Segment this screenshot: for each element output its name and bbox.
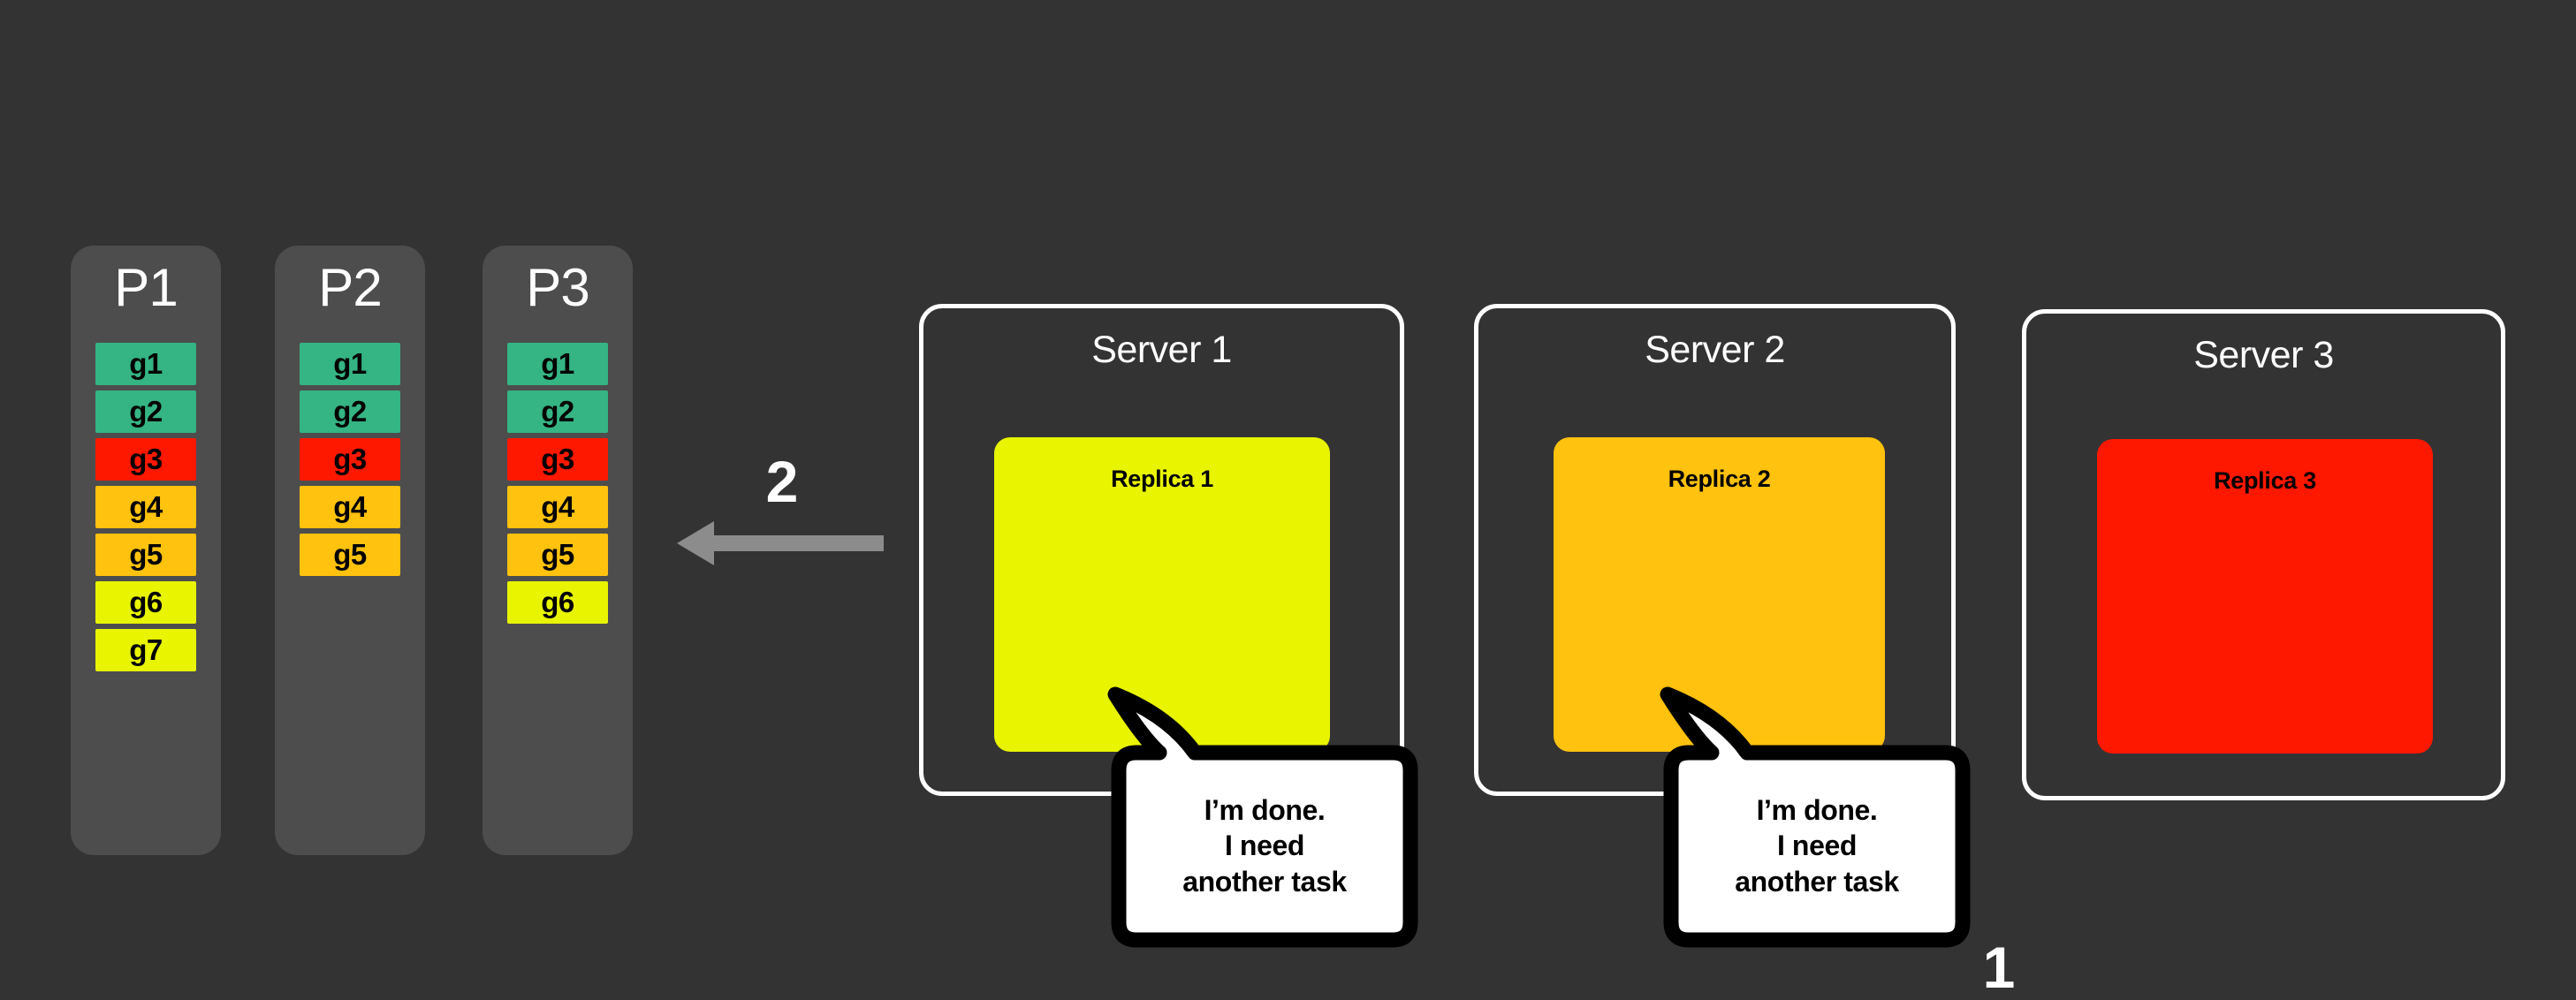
partition-p2-blocks: g1 g2 g3 g4 g5 [300, 343, 400, 581]
server-1-bubble-text: I’m done. I need another task [1182, 794, 1347, 898]
partition-p3-block-g3: g3 [507, 438, 608, 481]
server-1-replica-box: Replica 1 [994, 437, 1330, 752]
server-2-title: Server 2 [1645, 329, 1785, 371]
partition-p3-title: P3 [526, 258, 589, 317]
speech-bubble-icon [1107, 686, 1418, 948]
partition-p1-block-g7: g7 [95, 629, 196, 671]
partition-p2: P2 g1 g2 g3 g4 g5 [275, 246, 425, 855]
server-1-title: Server 1 [1091, 329, 1232, 371]
server-2-replica-box: Replica 2 [1554, 437, 1885, 752]
server-2-bubble-text: I’m done. I need another task [1735, 794, 1899, 898]
partition-p1: P1 g1 g2 g3 g4 g5 g6 g7 [71, 246, 221, 855]
partition-p1-block-g5: g5 [95, 534, 196, 576]
server-1-replica-label: Replica 1 [1111, 466, 1213, 492]
server-1-panel: Server 1 Replica 1 [919, 304, 1404, 796]
server-2-replica-label: Replica 2 [1668, 466, 1771, 492]
server-1-speech-bubble: I’m done. I need another task [1103, 682, 1418, 956]
partition-p3: P3 g1 g2 g3 g4 g5 g6 [483, 246, 633, 855]
partition-p3-block-g6: g6 [507, 581, 608, 624]
server-2-speech-bubble: I’m done. I need another task [1655, 682, 1971, 956]
partition-p1-blocks: g1 g2 g3 g4 g5 g6 g7 [95, 343, 196, 677]
partition-p2-block-g1: g1 [300, 343, 400, 385]
partition-p1-block-g2: g2 [95, 390, 196, 433]
partition-p1-block-g6: g6 [95, 581, 196, 624]
transfer-arrow [672, 512, 884, 574]
partition-p1-title: P1 [114, 258, 178, 317]
partition-p1-block-g4: g4 [95, 486, 196, 528]
step-1-label: 1 [1982, 935, 2016, 1000]
partition-p3-block-g2: g2 [507, 390, 608, 433]
partition-p3-block-g1: g1 [507, 343, 608, 385]
server-3-replica-box: Replica 3 [2097, 439, 2433, 754]
server-3-panel: Server 3 Replica 3 [2022, 309, 2505, 800]
server-3-title: Server 3 [2193, 334, 2334, 376]
partition-p2-block-g3: g3 [300, 438, 400, 481]
partition-p1-block-g1: g1 [95, 343, 196, 385]
partition-p2-block-g2: g2 [300, 390, 400, 433]
partition-p2-block-g4: g4 [300, 486, 400, 528]
partition-p3-blocks: g1 g2 g3 g4 g5 g6 [507, 343, 608, 629]
partition-p2-block-g5: g5 [300, 534, 400, 576]
partition-p2-title: P2 [318, 258, 382, 317]
partition-p3-block-g5: g5 [507, 534, 608, 576]
step-2-label: 2 [765, 449, 799, 514]
arrow-icon [677, 521, 884, 565]
speech-bubble-icon [1660, 686, 1971, 948]
server-3-replica-label: Replica 3 [2214, 467, 2316, 494]
partition-p1-block-g3: g3 [95, 438, 196, 481]
partition-p3-block-g4: g4 [507, 486, 608, 528]
